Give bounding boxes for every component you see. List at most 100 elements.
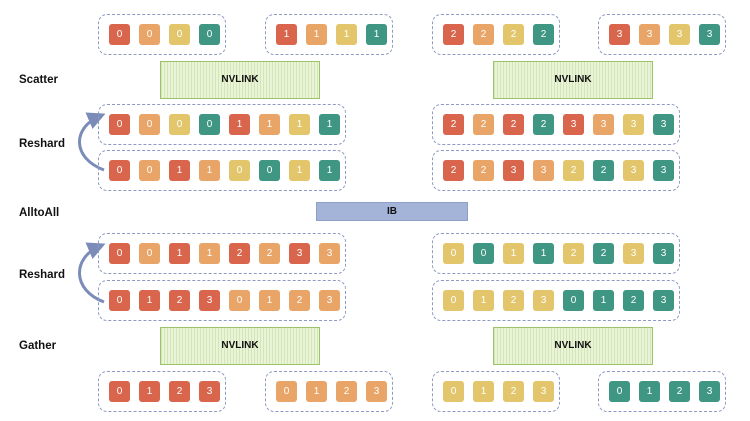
stage-label-reshard-2: Reshard: [19, 269, 66, 281]
shard-cell: 1: [199, 159, 220, 181]
shard-cell: 2: [503, 289, 524, 311]
shard-cell: 3: [593, 113, 614, 135]
shard-cell: 1: [169, 242, 190, 264]
shard-cell: 1: [229, 113, 250, 135]
shard-cell: 2: [169, 289, 190, 311]
shard-cell: 2: [443, 113, 464, 135]
nvlink-top-right: NVLINK: [493, 61, 653, 99]
shard-cell: 0: [443, 289, 464, 311]
shard-cell: 1: [169, 159, 190, 181]
shard-cell: 0: [199, 113, 220, 135]
shard-cell: 2: [443, 159, 464, 181]
shard-cell: 3: [623, 159, 644, 181]
shard-cell: 3: [653, 289, 674, 311]
shard-cell: 2: [473, 159, 494, 181]
shard-cell: 1: [503, 242, 524, 264]
nvlink-bottom-right: NVLINK: [493, 327, 653, 365]
shard-cell: 1: [533, 242, 554, 264]
shard-cell: 2: [669, 380, 690, 402]
shard-cell: 1: [306, 380, 327, 402]
shard-cell: 1: [199, 242, 220, 264]
shard-cell: 2: [563, 159, 584, 181]
shard-cell: 3: [366, 380, 387, 402]
ib-link: IB: [316, 202, 468, 221]
shard-cell: 0: [199, 23, 220, 45]
shard-cell: 1: [336, 23, 357, 45]
shard-cell: 3: [669, 23, 690, 45]
shard-cell: 2: [169, 380, 190, 402]
shard-cell: 0: [139, 242, 160, 264]
shard-cell: 1: [259, 289, 280, 311]
shard-cell: 0: [139, 113, 160, 135]
shard-cell: 3: [533, 289, 554, 311]
shard-cell: 2: [593, 242, 614, 264]
shard-cell: 1: [289, 159, 310, 181]
shard-cell: 1: [289, 113, 310, 135]
shard-cell: 3: [653, 159, 674, 181]
reshard-arrow-2: [78, 242, 106, 304]
shard-cell: 0: [109, 289, 130, 311]
shard-cell: 3: [289, 242, 310, 264]
shard-cell: 3: [563, 113, 584, 135]
shard-cell: 0: [563, 289, 584, 311]
shard-cell: 0: [169, 23, 190, 45]
shard-cell: 2: [443, 23, 464, 45]
shard-cell: 3: [639, 23, 660, 45]
shard-cell: 0: [109, 380, 130, 402]
shard-cell: 3: [503, 159, 524, 181]
shard-cell: 1: [639, 380, 660, 402]
shard-cell: 3: [653, 242, 674, 264]
shard-cell: 3: [319, 242, 340, 264]
shard-cell: 0: [109, 159, 130, 181]
shard-cell: 1: [366, 23, 387, 45]
shard-cell: 1: [139, 380, 160, 402]
shard-cell: 1: [319, 113, 340, 135]
shard-cell: 0: [109, 113, 130, 135]
shard-cell: 3: [609, 23, 630, 45]
shard-cell: 3: [533, 380, 554, 402]
shard-cell: 0: [229, 159, 250, 181]
shard-cell: 1: [473, 289, 494, 311]
stage-label-gather: Gather: [19, 340, 57, 352]
shard-cell: 0: [109, 242, 130, 264]
shard-cell: 3: [699, 23, 720, 45]
shard-cell: 0: [139, 23, 160, 45]
shard-cell: 0: [169, 113, 190, 135]
shard-cell: 2: [503, 380, 524, 402]
shard-cell: 2: [289, 289, 310, 311]
shard-cell: 1: [139, 289, 160, 311]
shard-cell: 3: [199, 289, 220, 311]
shard-cell: 3: [199, 380, 220, 402]
shard-cell: 0: [229, 289, 250, 311]
shard-cell: 0: [276, 380, 297, 402]
reshard-arrow-1: [78, 112, 106, 172]
shard-cell: 2: [473, 23, 494, 45]
shard-cell: 3: [319, 289, 340, 311]
nvlink-bottom-left: NVLINK: [160, 327, 320, 365]
shard-cell: 0: [443, 380, 464, 402]
shard-cell: 0: [259, 159, 280, 181]
stage-label-scatter: Scatter: [19, 74, 58, 86]
shard-cell: 1: [473, 380, 494, 402]
shard-cell: 2: [533, 23, 554, 45]
stage-label-alltoall: AlltoAll: [19, 207, 60, 219]
stage-label-reshard-1: Reshard: [19, 138, 66, 150]
shard-cell: 2: [503, 113, 524, 135]
shard-cell: 2: [503, 23, 524, 45]
shard-cell: 0: [139, 159, 160, 181]
